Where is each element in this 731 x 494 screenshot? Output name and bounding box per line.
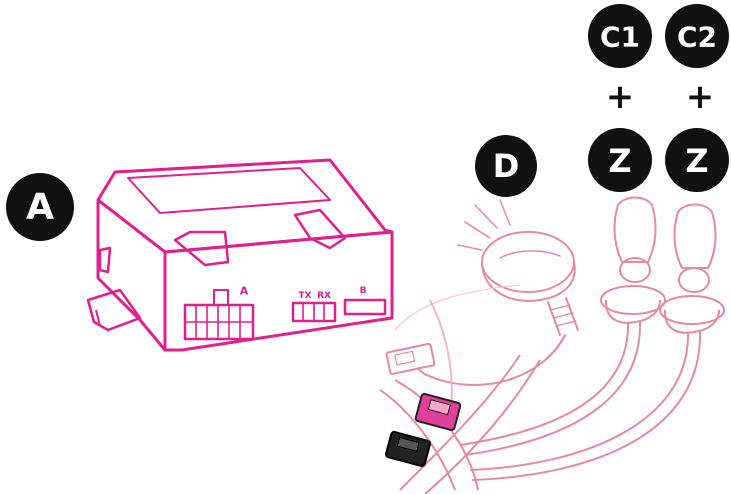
control-module: [86, 158, 394, 352]
label-z1: Z: [608, 142, 631, 180]
black-connector: [384, 430, 432, 468]
led-indicator-sketch: [385, 199, 579, 386]
label-c1-badge: C1: [588, 4, 652, 68]
connector-a-label: A: [240, 285, 249, 298]
label-z2-badge: Z: [665, 128, 729, 192]
label-c2: C2: [677, 21, 717, 54]
connector-tx-label: TX: [298, 291, 311, 301]
bulb-c2: [659, 203, 725, 334]
label-a-badge: A: [6, 173, 74, 241]
label-d-badge: D: [475, 135, 537, 197]
bulb-c1: [600, 196, 666, 324]
plus-sign-1: +: [606, 77, 635, 117]
connector-b-label: B: [360, 286, 367, 296]
label-c1: C1: [600, 21, 640, 54]
label-z1-badge: Z: [588, 128, 652, 192]
label-c2-badge: C2: [665, 4, 729, 68]
plus-sign-2: +: [686, 77, 715, 117]
harness-wires: [379, 299, 702, 494]
pink-connector: [414, 392, 462, 432]
label-a: A: [26, 187, 54, 228]
label-z2: Z: [685, 142, 708, 180]
connector-rx-label: RX: [317, 291, 331, 301]
label-d: D: [493, 147, 520, 185]
